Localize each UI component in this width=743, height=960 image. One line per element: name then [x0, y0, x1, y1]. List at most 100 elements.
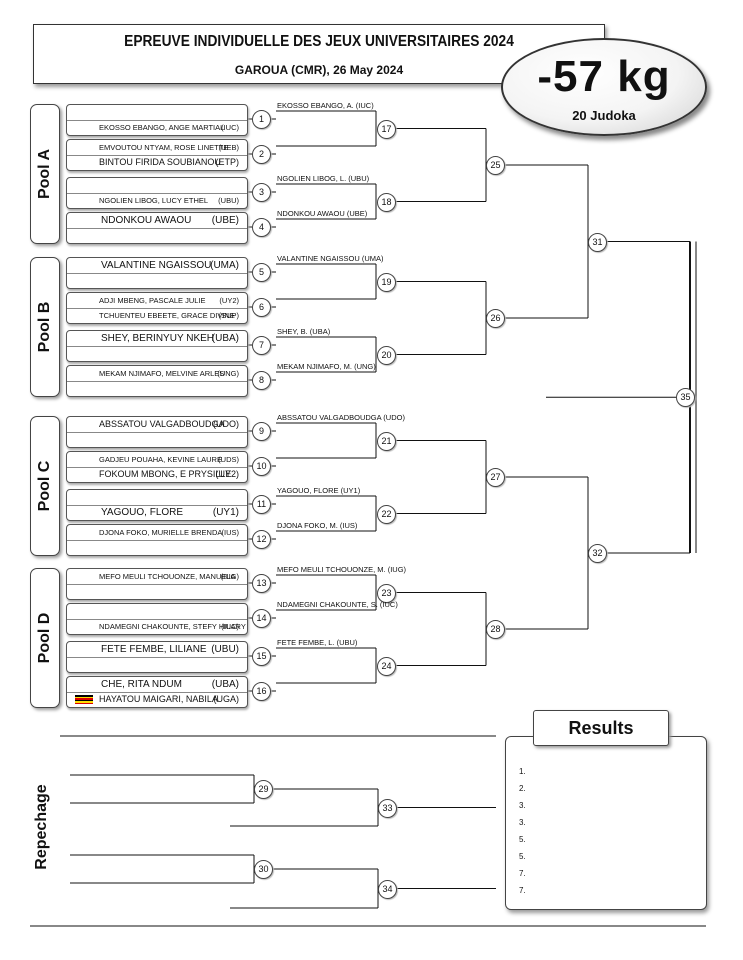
athlete-top: ABSSATOU VALGADBOUDGA(UDO) — [71, 418, 243, 431]
athlete-club: (UBU) — [211, 644, 239, 655]
judoka-count: 20 Judoka — [572, 108, 636, 123]
athlete-name: YAGOUO, FLORE — [101, 507, 184, 518]
athlete-bottom — [71, 541, 243, 554]
seed-divider — [67, 381, 247, 382]
match-circle-13: 13 — [252, 574, 271, 593]
seed-divider — [67, 584, 247, 585]
seed-box-3: NGOLIEN LIBOG, LUCY ETHEL(UBU) — [66, 177, 248, 209]
seed-box-1: EKOSSO EBANGO, ANGE MARTIAL(IUC) — [66, 104, 248, 136]
winner-name-8: MEKAM NJIMAFO, M. (UNG) — [277, 362, 376, 371]
match-circle-25: 25 — [486, 156, 505, 175]
match-circle-4: 4 — [252, 218, 271, 237]
match-circle-15: 15 — [252, 647, 271, 666]
seed-box-12: DJONA FOKO, MURIELLE BRENDA(IUS) — [66, 524, 248, 556]
athlete-bottom: EKOSSO EBANGO, ANGE MARTIAL(IUC) — [71, 121, 243, 134]
athlete-name: NDONKOU AWAOU — [101, 215, 192, 226]
pool-c-label: Pool C — [30, 416, 60, 556]
match-circle-24: 24 — [377, 656, 396, 676]
athlete-club: (IUG) — [220, 572, 239, 581]
tournament-title: EPREUVE INDIVIDUELLE DES JEUX UNIVERSITA… — [124, 33, 514, 50]
athlete-bottom — [71, 658, 243, 671]
result-place-3: 3. — [519, 801, 526, 810]
result-place-1: 1. — [519, 767, 526, 776]
athlete-top — [71, 491, 243, 504]
athlete-top: MEKAM NJIMAFO, MELVINE ARLES(UNG) — [71, 367, 243, 380]
athlete-bottom: NDAMEGNI CHAKOUNTE, STEFY HILARY(IUC) — [71, 620, 246, 633]
athlete-name: HAYATOU MAIGARI, NABILA — [99, 694, 218, 704]
seed-divider — [67, 692, 247, 693]
athlete-top: GADJEU POUAHA, KEVINE LAURE(UDS) — [71, 453, 243, 466]
athlete-name: MEFO MEULI TCHOUONZE, MANUELA — [99, 572, 236, 581]
winner-name-3: NGOLIEN LIBOG, L. (UBU) — [277, 174, 370, 183]
seed-box-7: SHEY, BERINYUY NKEH(UBA) — [66, 330, 248, 362]
athlete-top: CHE, RITA NDUM(UBA) — [71, 678, 243, 691]
athlete-name: SHEY, BERINYUY NKEH — [101, 333, 215, 344]
athlete-club: (IUC) — [221, 123, 239, 132]
athlete-club: (IUS) — [221, 528, 240, 537]
match-circle-18: 18 — [377, 192, 396, 212]
athlete-name: ABSSATOU VALGADBOUDGA — [99, 419, 225, 429]
match-circle-3: 3 — [252, 183, 271, 202]
match-circle-31: 31 — [588, 232, 607, 252]
athlete-club: (UDO) — [213, 419, 239, 429]
athlete-club: (UGA) — [213, 694, 240, 704]
winner-name-4: NDONKOU AWAOU (UBE) — [277, 209, 368, 218]
match-circle-30: 30 — [254, 860, 273, 879]
winner-name-5: VALANTINE NGAISSOU (UMA) — [277, 254, 384, 263]
match-circle-26: 26 — [486, 309, 505, 328]
match-circle-9: 9 — [252, 422, 271, 441]
seed-divider — [67, 467, 247, 468]
seed-box-2: EMVOUTOU NTYAM, ROSE LINETTE(UEB)BINTOU … — [66, 139, 248, 171]
athlete-bottom: HAYATOU MAIGARI, NABILA(UGA) — [71, 693, 243, 706]
athlete-name: FOKOUM MBONG, E PRYSILLE — [99, 469, 232, 479]
result-place-5: 5. — [519, 835, 526, 844]
seed-box-10: GADJEU POUAHA, KEVINE LAURE(UDS) FOKOUM M… — [66, 451, 248, 483]
result-place-7: 7. — [519, 869, 526, 878]
match-circle-33: 33 — [378, 798, 397, 818]
repechage-label: Repechage — [33, 784, 50, 870]
athlete-club: (UBA) — [211, 679, 239, 690]
seed-box-11: YAGOUO, FLORE (UY1) — [66, 489, 248, 521]
seed-divider — [67, 540, 247, 541]
athlete-bottom: YAGOUO, FLORE (UY1) — [71, 506, 243, 519]
result-place-4: 3. — [519, 818, 526, 827]
uganda-flag-icon — [75, 695, 93, 704]
match-circle-27: 27 — [486, 468, 505, 487]
match-circle-22: 22 — [377, 504, 396, 524]
athlete-name: FETE FEMBE, LILIANE — [101, 644, 207, 655]
winner-name-7: SHEY, B. (UBA) — [277, 327, 331, 336]
match-circle-29: 29 — [254, 780, 273, 799]
winner-name-9: ABSSATOU VALGADBOUDGA (UDO) — [277, 413, 405, 422]
athlete-club: (UY1) — [212, 507, 239, 518]
match-circle-35: 35 — [676, 388, 695, 408]
match-circle-20: 20 — [377, 345, 396, 365]
seed-divider — [67, 228, 247, 229]
seed-divider — [67, 619, 247, 620]
results-box — [505, 736, 707, 910]
seed-box-4: NDONKOU AWAOU(UBE) — [66, 212, 248, 244]
athlete-name: VALANTINE NGAISSOU — [101, 260, 212, 271]
match-circle-21: 21 — [377, 431, 396, 451]
pool-d-label: Pool D — [30, 568, 60, 708]
athlete-bottom — [71, 347, 243, 360]
result-place-6: 5. — [519, 852, 526, 861]
athlete-name: GADJEU POUAHA, KEVINE LAURE — [99, 455, 222, 464]
seed-box-5: VALANTINE NGAISSOU(UMA) — [66, 257, 248, 289]
match-circle-34: 34 — [378, 879, 397, 899]
match-circle-16: 16 — [252, 682, 271, 701]
match-circle-10: 10 — [252, 457, 271, 476]
athlete-club: (UDS) — [218, 455, 239, 464]
match-circle-17: 17 — [377, 119, 396, 139]
athlete-bottom — [71, 229, 243, 242]
athlete-name: MEKAM NJIMAFO, MELVINE ARLES — [99, 369, 225, 378]
athlete-top: SHEY, BERINYUY NKEH(UBA) — [71, 332, 243, 345]
athlete-top — [71, 605, 243, 618]
match-circle-28: 28 — [486, 620, 505, 639]
winner-name-14: NDAMEGNI CHAKOUNTE, S. (IUC) — [277, 600, 398, 609]
match-circle-7: 7 — [252, 336, 271, 355]
athlete-bottom — [71, 382, 243, 395]
athlete-bottom — [71, 585, 243, 598]
athlete-name: EKOSSO EBANGO, ANGE MARTIAL — [99, 123, 225, 132]
seed-divider — [67, 505, 247, 506]
